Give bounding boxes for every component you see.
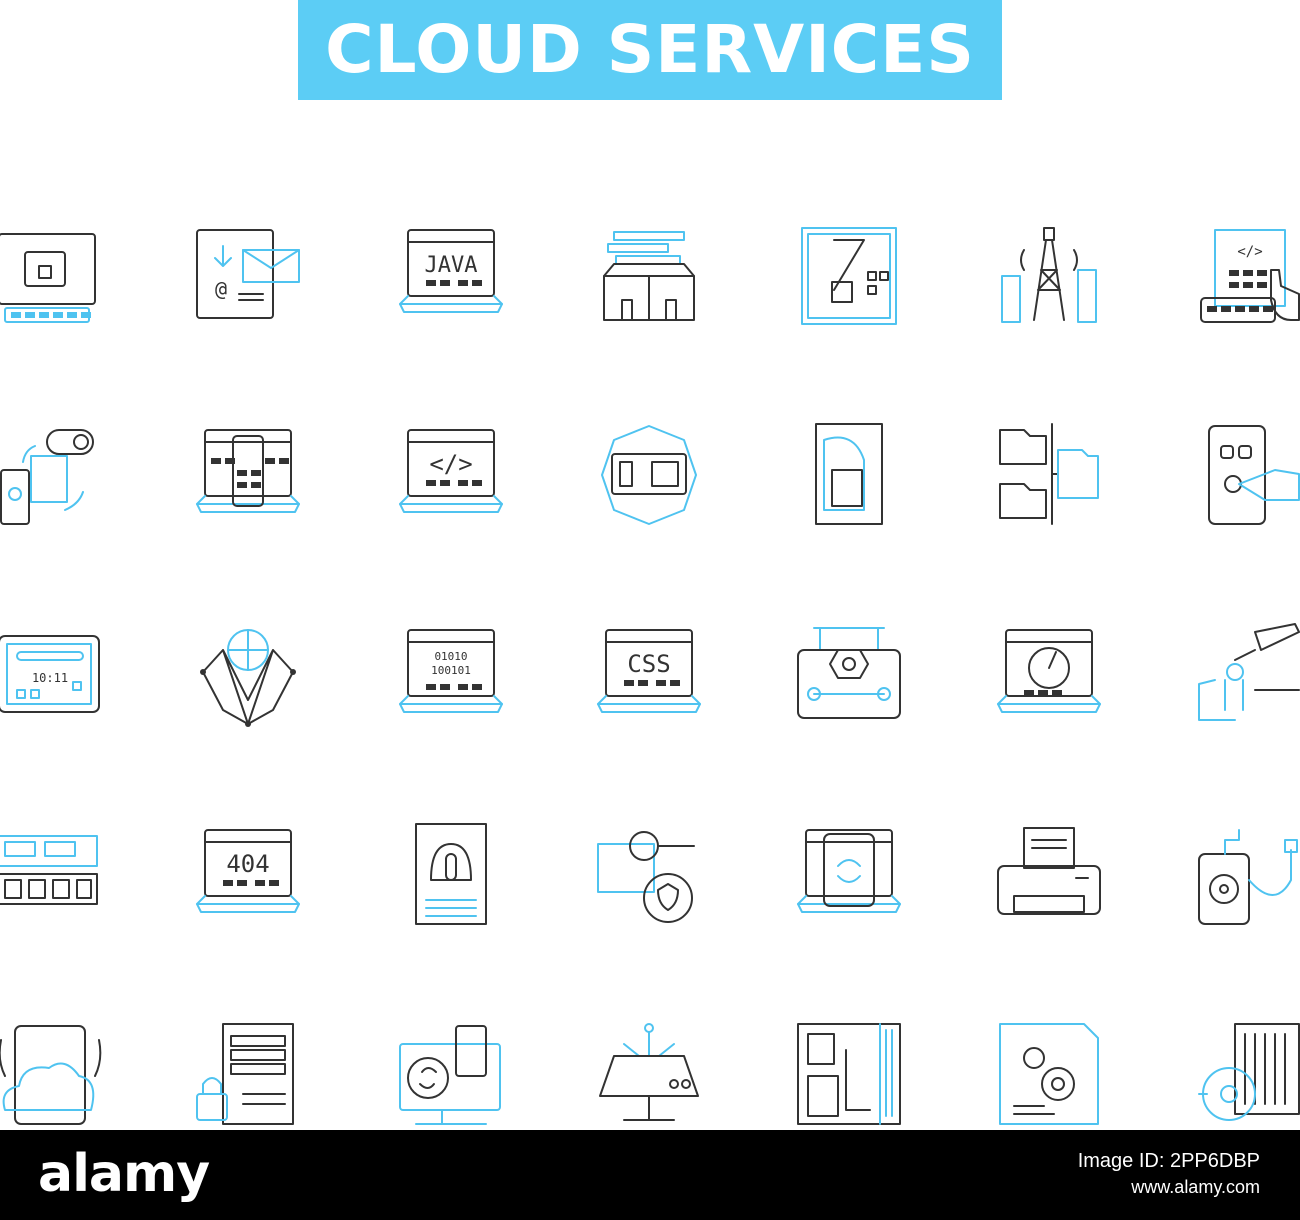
server-box-icon-graphic bbox=[603, 231, 695, 321]
page-title: CLOUD SERVICES bbox=[325, 11, 975, 88]
network-router-icon-graphic bbox=[599, 1023, 699, 1121]
speed-dashboard-icon-graphic bbox=[997, 629, 1101, 713]
folder-network-icon bbox=[994, 420, 1104, 530]
secure-folder-computer-icon bbox=[0, 220, 105, 330]
power-supply-icon bbox=[396, 820, 506, 930]
image-id-text: Image ID: 2PP6DBP bbox=[1077, 1150, 1260, 1172]
java-laptop-icon: JAVA bbox=[396, 220, 506, 330]
cloud-tablet-icon-graphic bbox=[0, 1025, 102, 1125]
mobile-sync-laptop-icon bbox=[794, 820, 904, 930]
ethernet-cable-icon-graphic bbox=[1198, 623, 1300, 721]
cooling-fan-icon-graphic bbox=[1198, 1023, 1300, 1121]
signal-tower-icon bbox=[994, 220, 1104, 330]
svg-text:100101: 100101 bbox=[431, 664, 471, 677]
svg-text:</>: </> bbox=[1237, 244, 1262, 260]
external-drive-icon bbox=[1195, 820, 1300, 930]
settings-document-icon-graphic bbox=[999, 1023, 1099, 1125]
svg-text:JAVA: JAVA bbox=[425, 253, 478, 278]
footer-info: Image ID: 2PP6DBP www.alamy.com bbox=[1078, 1148, 1260, 1199]
cooling-fan-icon bbox=[1195, 1020, 1300, 1130]
mobile-sync-laptop-icon-graphic bbox=[797, 829, 901, 913]
tablet-email-icon-graphic: @ bbox=[196, 229, 300, 319]
speed-dashboard-icon bbox=[994, 620, 1104, 730]
device-sync-icon bbox=[0, 420, 105, 530]
phone-touch-icon-graphic bbox=[1208, 425, 1300, 525]
ethernet-cable-icon bbox=[1195, 620, 1300, 730]
svg-text:</>: </> bbox=[429, 450, 472, 478]
device-sync-icon-graphic bbox=[0, 429, 94, 525]
power-switch-icon bbox=[594, 420, 704, 530]
server-box-icon bbox=[594, 220, 704, 330]
global-network-icon bbox=[193, 620, 303, 730]
code-touch-screen-icon-graphic: </> bbox=[1200, 229, 1300, 323]
mobile-app-laptop-icon bbox=[193, 420, 303, 530]
power-supply-icon-graphic bbox=[415, 823, 487, 925]
java-laptop-icon-graphic: JAVA bbox=[399, 229, 503, 313]
phone-touch-icon bbox=[1195, 420, 1300, 530]
circuit-board-icon bbox=[794, 220, 904, 330]
printer-icon-graphic bbox=[997, 827, 1101, 915]
svg-text:@: @ bbox=[215, 277, 227, 301]
footer-logo: alamy bbox=[38, 1144, 210, 1204]
power-switch-icon-graphic bbox=[601, 425, 697, 525]
svg-text:10:11: 10:11 bbox=[32, 671, 68, 685]
error-404-laptop-icon-graphic: 404 bbox=[196, 829, 300, 913]
locked-document-icon-graphic bbox=[196, 1023, 294, 1125]
mobile-app-laptop-icon-graphic bbox=[196, 429, 300, 513]
code-touch-screen-icon: </> bbox=[1195, 220, 1300, 330]
secure-folder-computer-icon-graphic bbox=[0, 233, 96, 323]
tablet-clock-icon-graphic: 10:11 bbox=[0, 635, 100, 713]
hardware-tools-icon bbox=[794, 620, 904, 730]
external-drive-icon-graphic bbox=[1198, 829, 1298, 925]
tablet-email-icon: @ bbox=[193, 220, 303, 330]
svg-text:404: 404 bbox=[226, 850, 269, 878]
tablet-clock-icon: 10:11 bbox=[0, 620, 105, 730]
title-banner: CLOUD SERVICES bbox=[298, 0, 1002, 100]
network-router-icon bbox=[594, 1020, 704, 1130]
hard-drive-icon bbox=[794, 420, 904, 530]
code-laptop-icon: </> bbox=[396, 420, 506, 530]
security-search-icon-graphic bbox=[597, 831, 695, 923]
sync-monitor-icon bbox=[396, 1020, 506, 1130]
circuit-board-icon-graphic bbox=[801, 227, 897, 325]
computer-case-icon bbox=[794, 1020, 904, 1130]
css-laptop-icon-graphic: CSS bbox=[597, 629, 701, 713]
code-laptop-icon-graphic: </> bbox=[399, 429, 503, 513]
memory-module-icon bbox=[0, 820, 105, 930]
hardware-tools-icon-graphic bbox=[797, 627, 901, 719]
global-network-icon-graphic bbox=[200, 629, 296, 727]
site-url-text: www.alamy.com bbox=[1131, 1177, 1260, 1197]
signal-tower-icon-graphic bbox=[1001, 227, 1097, 323]
settings-document-icon bbox=[994, 1020, 1104, 1130]
printer-icon bbox=[994, 820, 1104, 930]
error-404-laptop-icon: 404 bbox=[193, 820, 303, 930]
computer-case-icon-graphic bbox=[797, 1023, 901, 1125]
footer-bar: alamy Image ID: 2PP6DBP www.alamy.com bbox=[0, 1130, 1300, 1220]
cloud-tablet-icon bbox=[0, 1020, 105, 1130]
memory-module-icon-graphic bbox=[0, 835, 98, 905]
svg-text:CSS: CSS bbox=[627, 650, 670, 678]
sync-monitor-icon-graphic bbox=[399, 1025, 501, 1125]
hard-drive-icon-graphic bbox=[815, 423, 883, 525]
css-laptop-icon: CSS bbox=[594, 620, 704, 730]
locked-document-icon bbox=[193, 1020, 303, 1130]
svg-text:01010: 01010 bbox=[434, 650, 467, 663]
security-search-icon bbox=[594, 820, 704, 930]
folder-network-icon-graphic bbox=[999, 423, 1099, 525]
